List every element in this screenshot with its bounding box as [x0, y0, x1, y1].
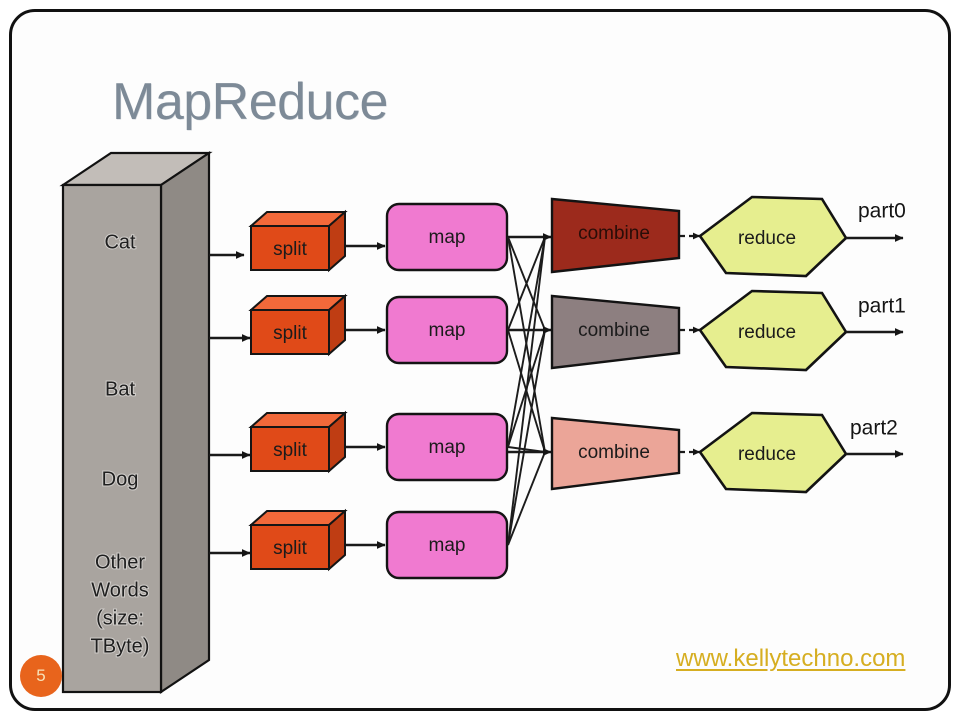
output-arrow-1: part1	[846, 295, 906, 336]
split-label: split	[273, 440, 308, 461]
input-data-block: Cat Bat Dog Other Words (size: TByte)	[59, 150, 213, 695]
map-label: map	[429, 320, 466, 341]
split-label: split	[273, 239, 308, 260]
footer-url-link[interactable]: www.kellytechno.com	[676, 645, 906, 672]
map-label: map	[429, 227, 466, 248]
combine-shape-3[interactable]: combine	[550, 416, 681, 491]
page-number-badge: 5	[20, 655, 62, 697]
combine-shape-1[interactable]: combine	[550, 197, 681, 274]
map-label: map	[429, 535, 466, 556]
output-label-part0: part0	[858, 200, 906, 223]
output-arrow-0: part0	[846, 200, 906, 242]
reduce-label: reduce	[738, 322, 796, 343]
input-item-other-l3: (size:	[96, 607, 144, 629]
input-item-other-l2: Words	[91, 579, 148, 601]
input-item-bat: Bat	[105, 378, 135, 400]
input-item-cat: Cat	[104, 231, 136, 253]
map-box-4[interactable]: map	[385, 510, 509, 580]
map-box-2[interactable]: map	[385, 295, 509, 365]
combine-label: combine	[578, 442, 650, 463]
reduce-label: reduce	[738, 444, 796, 465]
input-item-other-l4: TByte)	[91, 635, 150, 657]
output-label-part2: part2	[850, 417, 898, 440]
combine-label: combine	[578, 223, 650, 244]
input-item-dog: Dog	[102, 468, 139, 490]
input-item-other-l1: Other	[95, 551, 145, 573]
reduce-shape-3[interactable]: reduce	[698, 411, 848, 494]
reduce-shape-2[interactable]: reduce	[698, 289, 848, 372]
combine-shape-2[interactable]: combine	[550, 294, 681, 370]
page-title: MapReduce	[112, 73, 388, 131]
split-label: split	[273, 538, 308, 559]
map-label: map	[429, 437, 466, 458]
shuffle-lines	[507, 233, 552, 546]
reduce-shape-1[interactable]: reduce	[698, 195, 848, 278]
map-box-1[interactable]: map	[385, 202, 509, 272]
split-box-3[interactable]: split	[248, 410, 348, 474]
output-label-part1: part1	[858, 295, 906, 318]
split-label: split	[273, 323, 308, 344]
output-arrow-2: part2	[846, 417, 904, 458]
split-box-1[interactable]: split	[248, 209, 348, 273]
split-to-map-arrows	[346, 242, 386, 549]
split-box-2[interactable]: split	[248, 293, 348, 357]
reduce-label: reduce	[738, 228, 796, 249]
map-box-3[interactable]: map	[385, 412, 509, 482]
combine-to-reduce-arrows	[680, 232, 701, 456]
split-box-4[interactable]: split	[248, 508, 348, 572]
input-to-split-arrows	[209, 251, 251, 557]
combine-label: combine	[578, 320, 650, 341]
